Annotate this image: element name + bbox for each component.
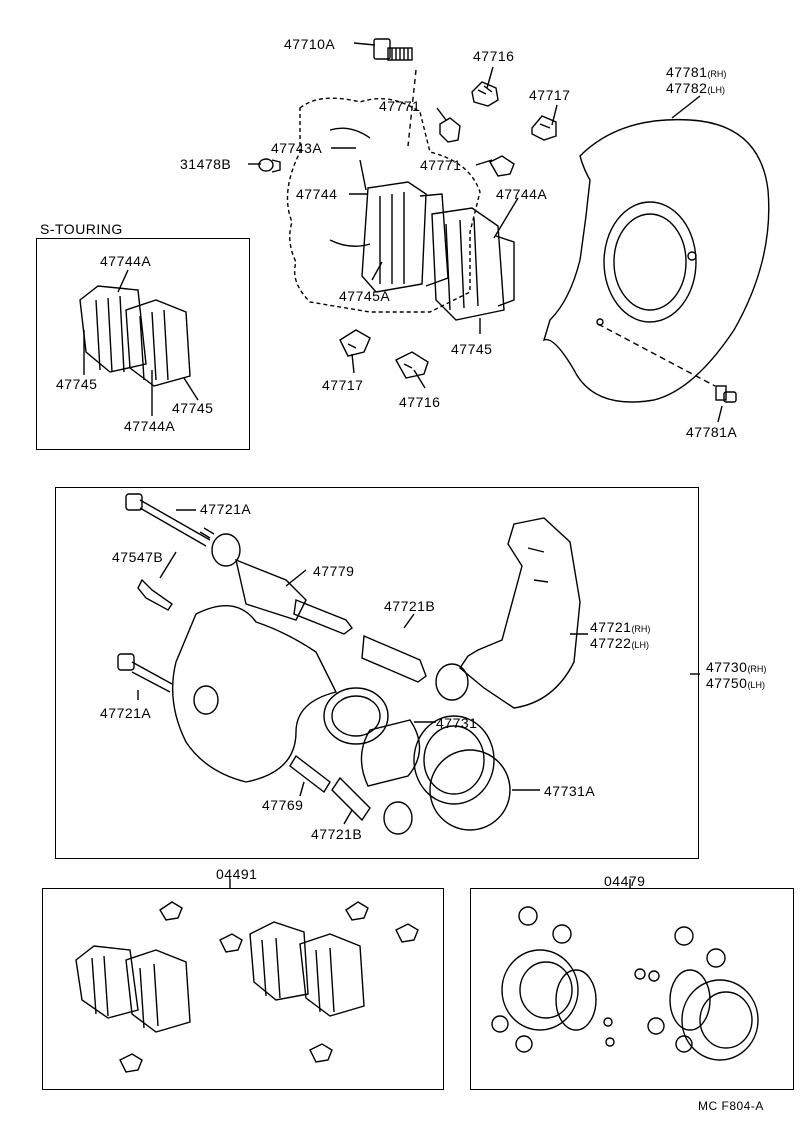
part-label-47769: 47769 bbox=[262, 797, 304, 813]
s-touring-label: S-TOURING bbox=[40, 221, 123, 237]
part-label-47781-rh: 47781(RH) bbox=[666, 64, 726, 82]
cylinder-kit-drawing bbox=[491, 906, 759, 1061]
part-label-47782-lh: 47782(LH) bbox=[666, 80, 725, 98]
part-label-47721A-bottom: 47721A bbox=[100, 705, 152, 721]
st-label-47745-left: 47745 bbox=[56, 376, 98, 392]
part-number-47782: 47782 bbox=[666, 80, 708, 96]
diagram-code: MC F804-A bbox=[698, 1099, 764, 1113]
part-label-47721-rh: 47721(RH) bbox=[590, 619, 650, 637]
part-label-47721B-bottom: 47721B bbox=[311, 826, 363, 842]
pad-47744-drawing bbox=[361, 181, 449, 293]
part-label-47722-lh: 47722(LH) bbox=[590, 635, 649, 653]
clip-47716-drawing bbox=[471, 81, 499, 107]
part-label-47710A: 47710A bbox=[284, 36, 336, 52]
pad-kit-box bbox=[42, 888, 444, 1090]
part-label-47745A: 47745A bbox=[339, 288, 391, 304]
part-label-47744A-main: 47744A bbox=[496, 186, 548, 202]
kit-04479-label: 04479 bbox=[604, 873, 646, 889]
part-number-47722: 47722 bbox=[590, 635, 632, 651]
part-label-47731: 47731 bbox=[436, 715, 478, 731]
part-label-47721B-mid: 47721B bbox=[384, 598, 436, 614]
part-number-47750: 47750 bbox=[706, 675, 748, 691]
part-label-47771-a: 47771 bbox=[379, 98, 421, 114]
bolt-47781A-drawing bbox=[715, 385, 737, 403]
part-number-47730: 47730 bbox=[706, 659, 748, 675]
cylinder-kit-box bbox=[470, 888, 794, 1090]
part-label-47745-main: 47745 bbox=[451, 341, 493, 357]
side-lh: (LH) bbox=[707, 85, 725, 95]
part-label-47731A: 47731A bbox=[544, 783, 596, 799]
sleeve-47721B-drawing bbox=[361, 634, 469, 701]
bolt-47710A-drawing bbox=[373, 38, 413, 61]
caliper-housing-drawing bbox=[286, 97, 481, 313]
st-label-47745-right: 47745 bbox=[172, 400, 214, 416]
mounting-47721-drawing bbox=[459, 517, 581, 709]
slide-bolt-47721A-drawing bbox=[125, 493, 215, 547]
part-label-47716-top: 47716 bbox=[473, 48, 515, 64]
part-label-47717-top: 47717 bbox=[529, 87, 571, 103]
st-label-47744A-bottom: 47744A bbox=[124, 418, 176, 434]
pins-47769-drawing bbox=[289, 754, 413, 835]
boot-47779-drawing bbox=[211, 533, 353, 635]
side-rh: (RH) bbox=[707, 69, 727, 79]
side-rh-47730: (RH) bbox=[747, 664, 767, 674]
piston-47731-drawing bbox=[323, 687, 511, 831]
part-label-47771-b: 47771 bbox=[420, 157, 462, 173]
caliper-assembly-box bbox=[55, 487, 699, 859]
clip-47771-drawing bbox=[439, 117, 515, 177]
part-label-31478B: 31478B bbox=[180, 156, 232, 172]
bleeder-47547B-drawing bbox=[137, 578, 173, 611]
dust-shield-47781-drawing bbox=[542, 118, 770, 403]
caliper-leader-lines bbox=[137, 509, 700, 825]
part-label-47730-rh: 47730(RH) bbox=[706, 659, 766, 677]
s-touring-pads-drawing bbox=[79, 285, 191, 387]
part-label-47547B: 47547B bbox=[112, 549, 164, 565]
side-rh-47721: (RH) bbox=[631, 624, 651, 634]
part-label-47721A-top: 47721A bbox=[200, 501, 252, 517]
clip-47717-lower-drawing bbox=[339, 329, 371, 357]
clip-47717-drawing bbox=[531, 115, 557, 141]
st-label-47744A-top: 47744A bbox=[100, 253, 152, 269]
pad-kit-drawing bbox=[75, 901, 419, 1073]
part-label-47716-bottom: 47716 bbox=[399, 394, 441, 410]
slide-bolt-lower-drawing bbox=[117, 653, 173, 693]
part-label-47750-lh: 47750(LH) bbox=[706, 675, 765, 693]
side-lh-47750: (LH) bbox=[747, 680, 765, 690]
part-label-47744: 47744 bbox=[296, 186, 338, 202]
part-number-47721: 47721 bbox=[590, 619, 632, 635]
cap-31478B-drawing bbox=[258, 158, 281, 173]
caliper-body-drawing bbox=[172, 605, 338, 783]
part-label-47743A: 47743A bbox=[271, 140, 323, 156]
part-label-47779: 47779 bbox=[313, 563, 355, 579]
part-label-47781A: 47781A bbox=[686, 424, 738, 440]
clip-47716-lower-drawing bbox=[395, 351, 429, 379]
kit-04491-label: 04491 bbox=[216, 866, 258, 882]
s-touring-box bbox=[36, 238, 250, 450]
side-lh-47722: (LH) bbox=[631, 640, 649, 650]
pad-47744A-drawing bbox=[431, 207, 515, 321]
part-label-47717-bottom: 47717 bbox=[322, 377, 364, 393]
kit-leader-lines bbox=[229, 879, 631, 888]
part-number-47781: 47781 bbox=[666, 64, 708, 80]
